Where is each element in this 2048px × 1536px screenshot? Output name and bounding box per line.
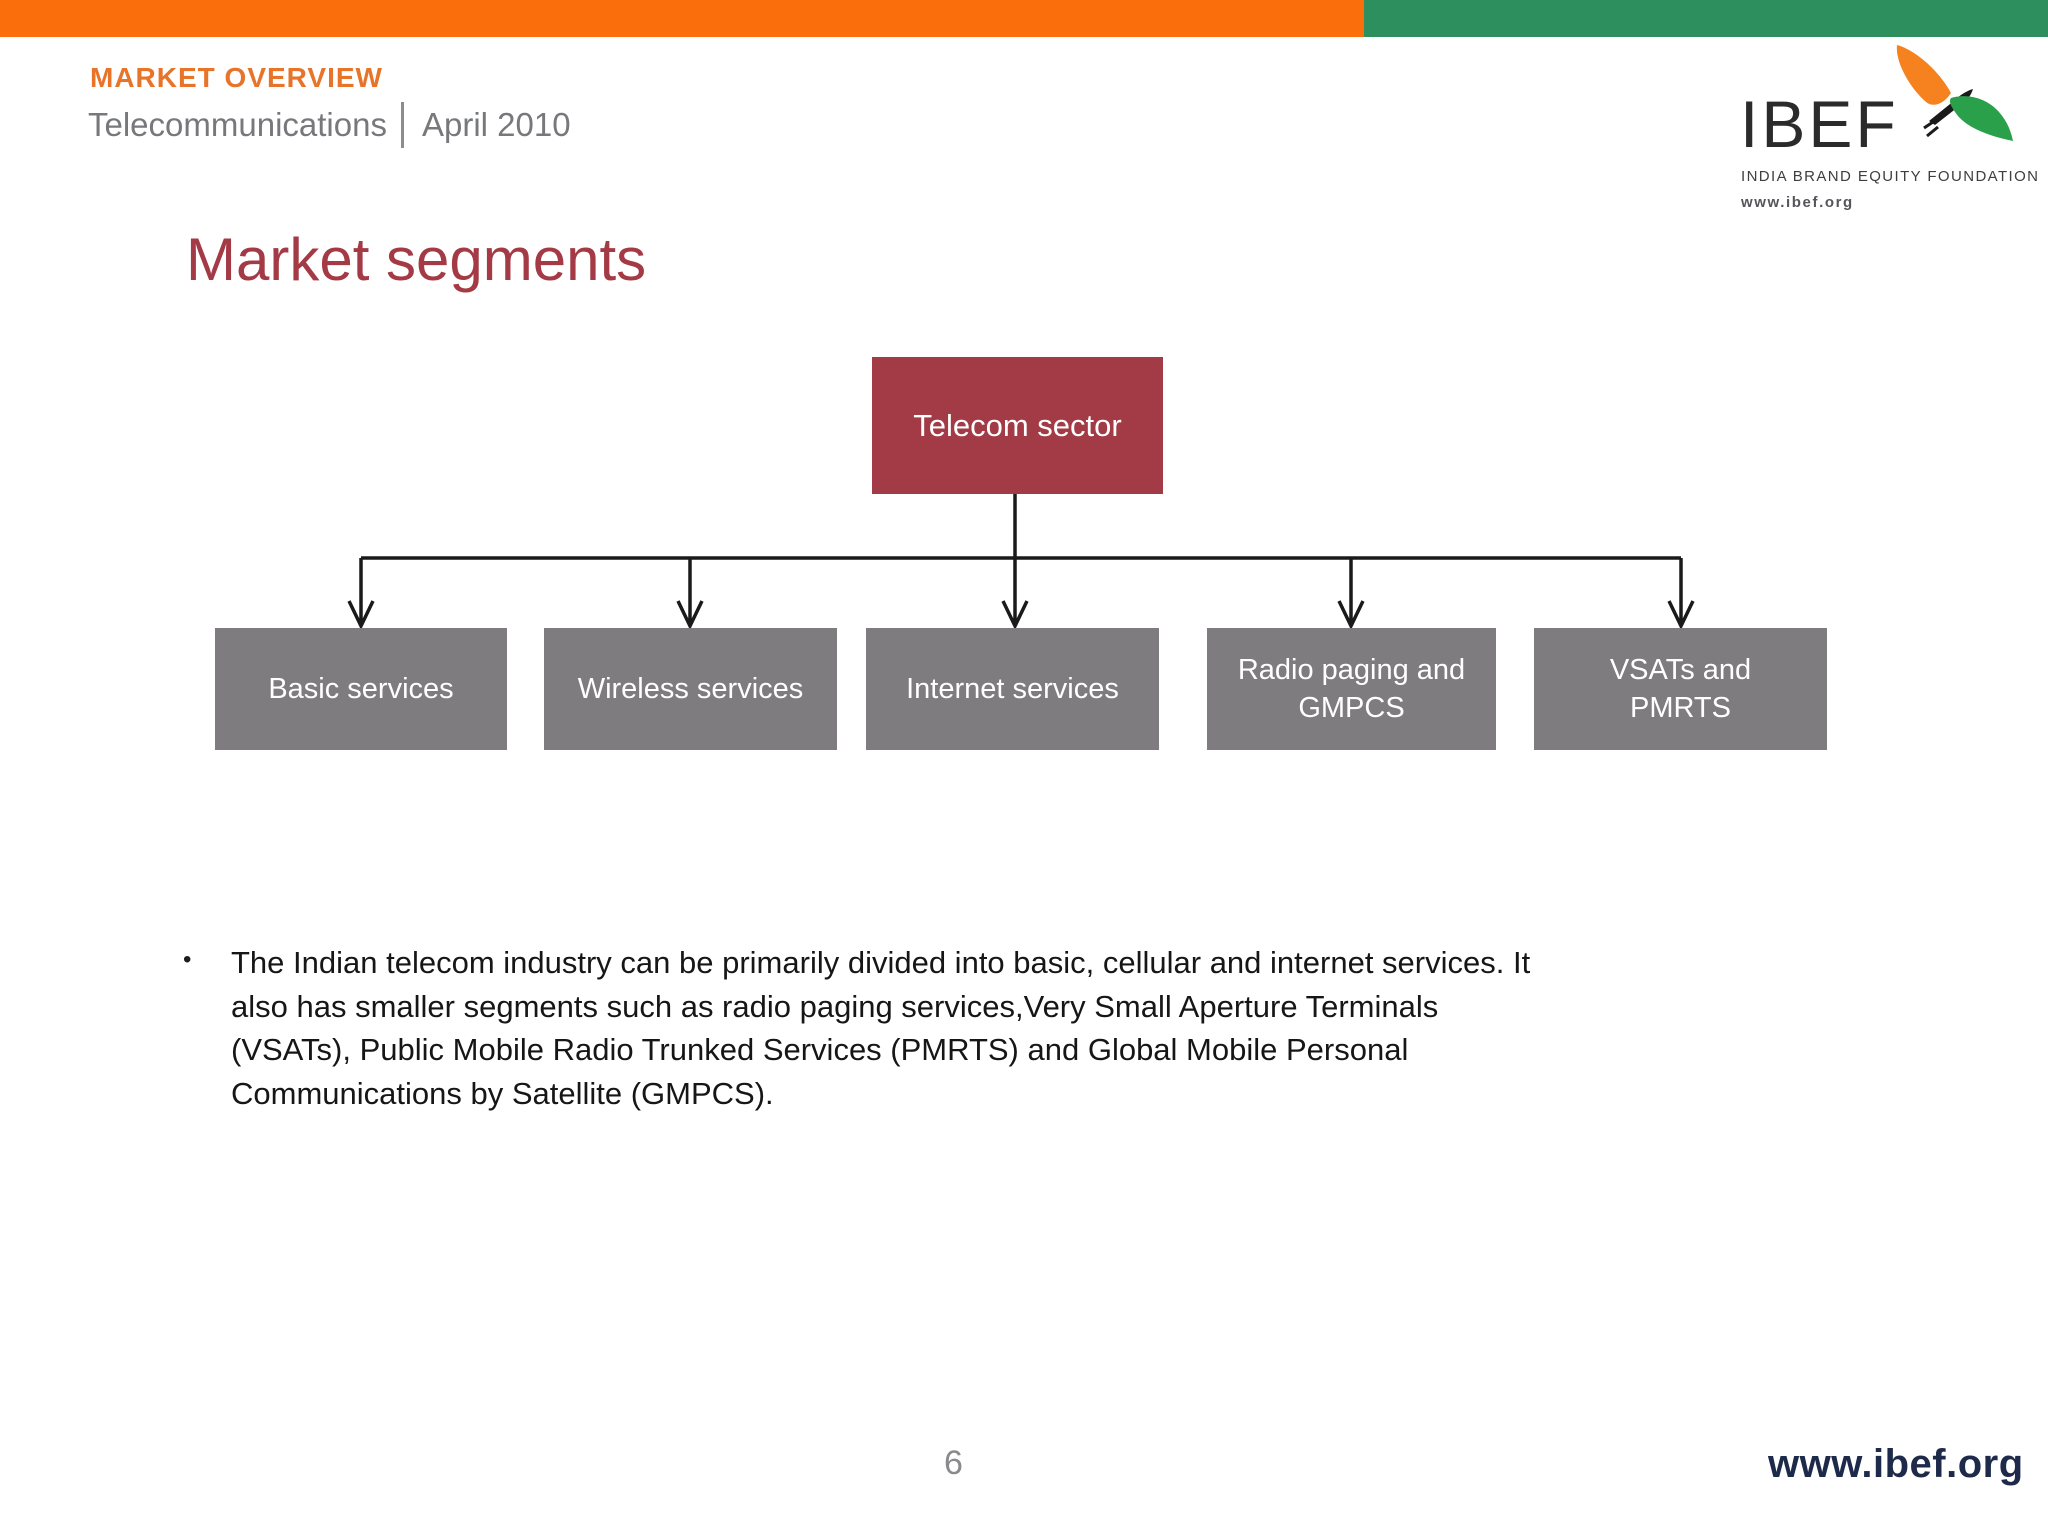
top-accent-bar [0, 0, 2048, 37]
page-number: 6 [944, 1444, 963, 1482]
bullet-line: also has smaller segments such as radio … [231, 988, 1439, 1024]
report-topic: Telecommunications [88, 106, 387, 143]
ibef-logo-fullname: INDIA BRAND EQUITY FOUNDATION [1741, 168, 2040, 185]
subtitle-divider [400, 102, 404, 148]
ibef-logo-acronym: IBEF [1740, 87, 1899, 161]
bullet-marker: • [183, 946, 192, 973]
report-date: April 2010 [421, 106, 571, 143]
report-section-overline: MARKET OVERVIEW [90, 62, 383, 93]
bullet-line: (VSATs), Public Mobile Radio Trunked Ser… [231, 1032, 1409, 1067]
segment-node-internet-services: Internet services [866, 628, 1159, 750]
footer-website: www.ibef.org [1768, 1442, 2024, 1486]
report-subtitle: Telecommunications April 2010 [88, 102, 571, 148]
segment-node-basic-services: Basic services [215, 628, 507, 750]
org-chart-root-node: Telecom sector [872, 357, 1163, 494]
bullet-paragraph: The Indian telecom industry can be prima… [231, 941, 1851, 1115]
bullet-line: Communications by Satellite (GMPCS). [231, 1075, 774, 1111]
top-bar-green-segment [1364, 0, 2048, 37]
segment-node-vsats-pmrts: VSATs and PMRTS [1534, 628, 1827, 750]
bullet-line: The Indian telecom industry can be prima… [231, 945, 1531, 980]
page-title: Market segments [186, 226, 647, 293]
segment-node-radio-paging-gmpcs: Radio paging and GMPCS [1207, 628, 1496, 750]
top-bar-orange-segment [0, 0, 1364, 37]
ibef-kite-icon [1896, 45, 2013, 141]
ibef-logo: IBEF INDIA BRAND EQUITY FOUNDATION www.i… [1740, 36, 2040, 216]
segment-node-wireless-services: Wireless services [544, 628, 837, 750]
ibef-logo-website: www.ibef.org [1741, 194, 1854, 211]
